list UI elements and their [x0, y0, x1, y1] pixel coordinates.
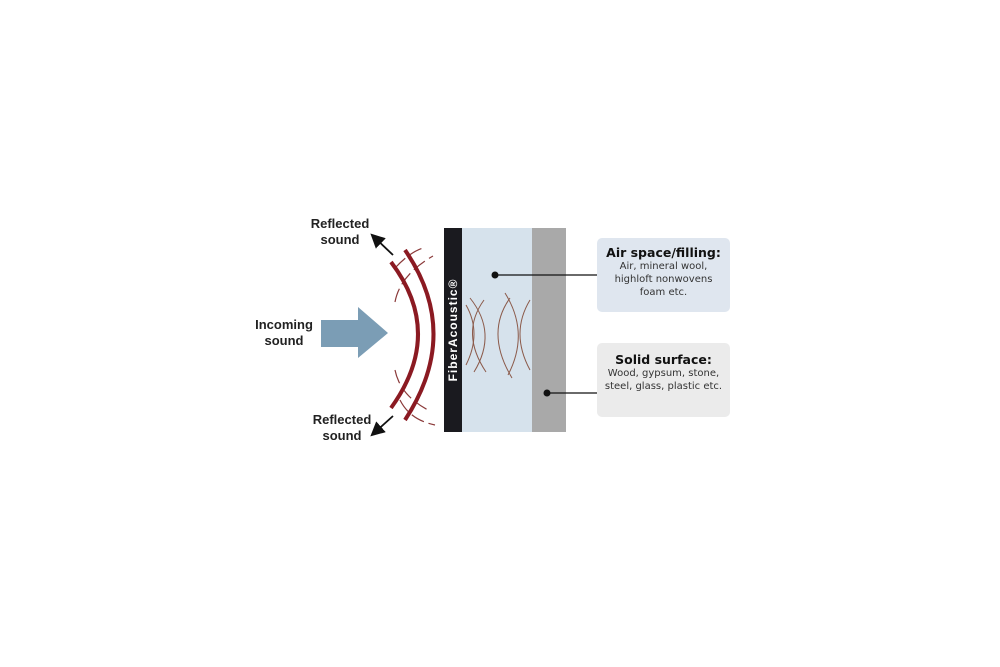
panel-label: FiberAcoustic® — [446, 279, 460, 382]
solid-surface-layer — [532, 228, 566, 432]
reflected-bottom-label-1: Reflected — [313, 412, 372, 427]
reflected-top-label-2: sound — [321, 232, 360, 247]
absorbed-waves — [465, 292, 531, 379]
reflected-arrow-top — [370, 233, 394, 256]
air-space-callout: Air space/filling: Air, mineral wool, hi… — [597, 238, 730, 312]
reflected-bottom-label-2: sound — [323, 428, 362, 443]
reflected-top-label-1: Reflected — [311, 216, 370, 231]
air-callout-line-2: highloft nonwovens — [614, 274, 713, 285]
solid-callout-line-2: steel, glass, plastic etc. — [604, 381, 723, 392]
reflected-wave-outer — [403, 248, 436, 422]
solid-surface-callout: Solid surface: Wood, gypsum, stone, stee… — [597, 343, 730, 417]
incoming-label-1: Incoming — [255, 317, 313, 332]
fiberacoustic-panel — [444, 228, 462, 432]
air-callout-title: Air space/filling: — [606, 245, 721, 260]
incoming-sound-arrow — [321, 307, 388, 358]
reflected-arrow-bottom — [370, 415, 394, 437]
solid-callout-line-1: Wood, gypsum, stone, — [607, 368, 720, 379]
air-callout-line-3: foam etc. — [639, 287, 688, 298]
incoming-label-2: sound — [265, 333, 304, 348]
air-callout-line-1: Air, mineral wool, — [619, 261, 708, 272]
reflected-wave-inner — [389, 260, 420, 410]
solid-callout-title: Solid surface: — [615, 352, 712, 367]
